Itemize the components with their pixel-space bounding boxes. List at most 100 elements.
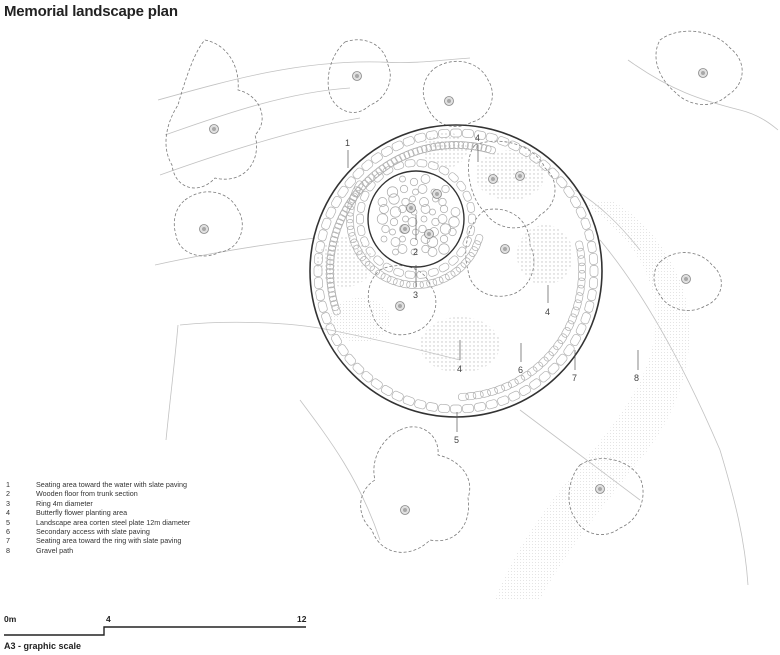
trunk-section xyxy=(407,217,418,227)
paving-stone xyxy=(471,142,483,151)
legend-num: 5 xyxy=(6,517,10,527)
trunk-section xyxy=(429,208,436,216)
paving-stone xyxy=(577,270,586,281)
paving-stone xyxy=(413,281,424,289)
paving-stone xyxy=(326,254,335,266)
paving-stone xyxy=(332,222,342,234)
trunk-section xyxy=(399,175,406,183)
paving-stone xyxy=(321,312,332,325)
paving-stone xyxy=(326,249,336,261)
paving-stone xyxy=(578,262,586,274)
paving-stone xyxy=(567,313,578,325)
paving-stone xyxy=(368,170,379,181)
paving-stone xyxy=(508,140,521,152)
callout-5: 5 xyxy=(454,435,459,445)
paving-stone xyxy=(327,245,336,257)
paving-stone xyxy=(371,167,383,178)
legend-num: 6 xyxy=(6,527,10,537)
callout-2: 2 xyxy=(413,247,418,257)
paving-stone xyxy=(485,132,498,143)
paving-stone xyxy=(391,140,404,152)
tree-canopies xyxy=(165,30,743,553)
callout-4b: 4 xyxy=(545,307,550,317)
paving-stone xyxy=(561,326,571,338)
paving-stone xyxy=(444,141,455,150)
paving-stone xyxy=(464,252,475,263)
paving-stone xyxy=(427,267,439,277)
trunk-section xyxy=(376,213,389,225)
paving-stone xyxy=(330,300,340,311)
paving-stone xyxy=(352,186,363,198)
paving-stone xyxy=(529,378,542,390)
callout-numbers: 1 2 3 4 4 4 4 5 6 7 8 xyxy=(345,133,639,445)
paving-stone xyxy=(337,185,349,198)
paving-stone xyxy=(321,217,332,230)
paving-stone xyxy=(518,146,532,157)
paving-stone xyxy=(468,213,476,225)
paving-stone xyxy=(326,277,335,289)
trunk-section xyxy=(381,224,390,234)
trunk-section xyxy=(389,228,396,236)
paving-stone xyxy=(497,136,510,147)
paving-stone xyxy=(438,273,450,284)
paving-stone xyxy=(474,233,484,245)
legend-text: Wooden floor from trunk section xyxy=(36,489,138,499)
paving-stone xyxy=(580,217,591,230)
trunk-section xyxy=(427,247,438,257)
paving-stone xyxy=(348,192,358,204)
callout-4a: 4 xyxy=(475,133,480,143)
paving-stone xyxy=(326,259,335,270)
paving-stone xyxy=(455,262,467,273)
paving-stone xyxy=(331,227,341,239)
paving-stone xyxy=(403,149,415,159)
trunk-section xyxy=(389,206,402,218)
paving-stone xyxy=(563,344,575,357)
paving-stone xyxy=(497,395,510,406)
callout-8: 8 xyxy=(634,373,639,383)
paving-stone xyxy=(576,284,585,296)
paving-stone xyxy=(380,273,392,283)
tree-trunk-core xyxy=(355,74,359,78)
paving-stone xyxy=(317,229,328,242)
paving-stone xyxy=(543,351,554,362)
paving-stone xyxy=(547,167,560,180)
paving-stone xyxy=(326,272,335,284)
legend-num: 3 xyxy=(6,498,10,508)
paving-stone xyxy=(419,280,431,289)
tree-trunk-core xyxy=(403,508,407,512)
paving-stone xyxy=(427,161,439,171)
paving-stone xyxy=(375,164,387,175)
tree-trunk-core xyxy=(447,99,451,103)
trunk-section xyxy=(441,184,450,194)
trunk-section xyxy=(380,235,388,243)
paving-stone xyxy=(373,172,384,183)
paving-stone xyxy=(391,155,402,165)
tree-trunk-core xyxy=(427,232,431,236)
trunk-section xyxy=(410,248,418,256)
paving-stone xyxy=(393,267,405,277)
paving-stone xyxy=(434,141,446,151)
legend-num: 7 xyxy=(6,536,10,546)
paving-stone xyxy=(450,128,462,138)
paving-stone xyxy=(334,218,344,230)
trunk-section xyxy=(417,184,428,194)
paving-stone xyxy=(425,143,437,152)
paving-stone xyxy=(520,370,532,381)
paving-stone xyxy=(573,299,582,311)
tree-trunk-core xyxy=(435,192,439,196)
trunk-section xyxy=(412,228,419,236)
legend-num: 8 xyxy=(6,545,10,555)
paving-stone xyxy=(393,278,404,287)
paving-stone xyxy=(587,289,597,301)
paving-stone xyxy=(360,255,371,267)
paving-stone xyxy=(370,378,383,390)
paving-stone xyxy=(480,144,492,153)
paving-stone xyxy=(336,214,346,226)
paving-stone xyxy=(402,395,415,406)
paving-stone xyxy=(462,403,474,414)
paving-stone xyxy=(570,195,581,209)
trunk-section xyxy=(448,227,457,237)
